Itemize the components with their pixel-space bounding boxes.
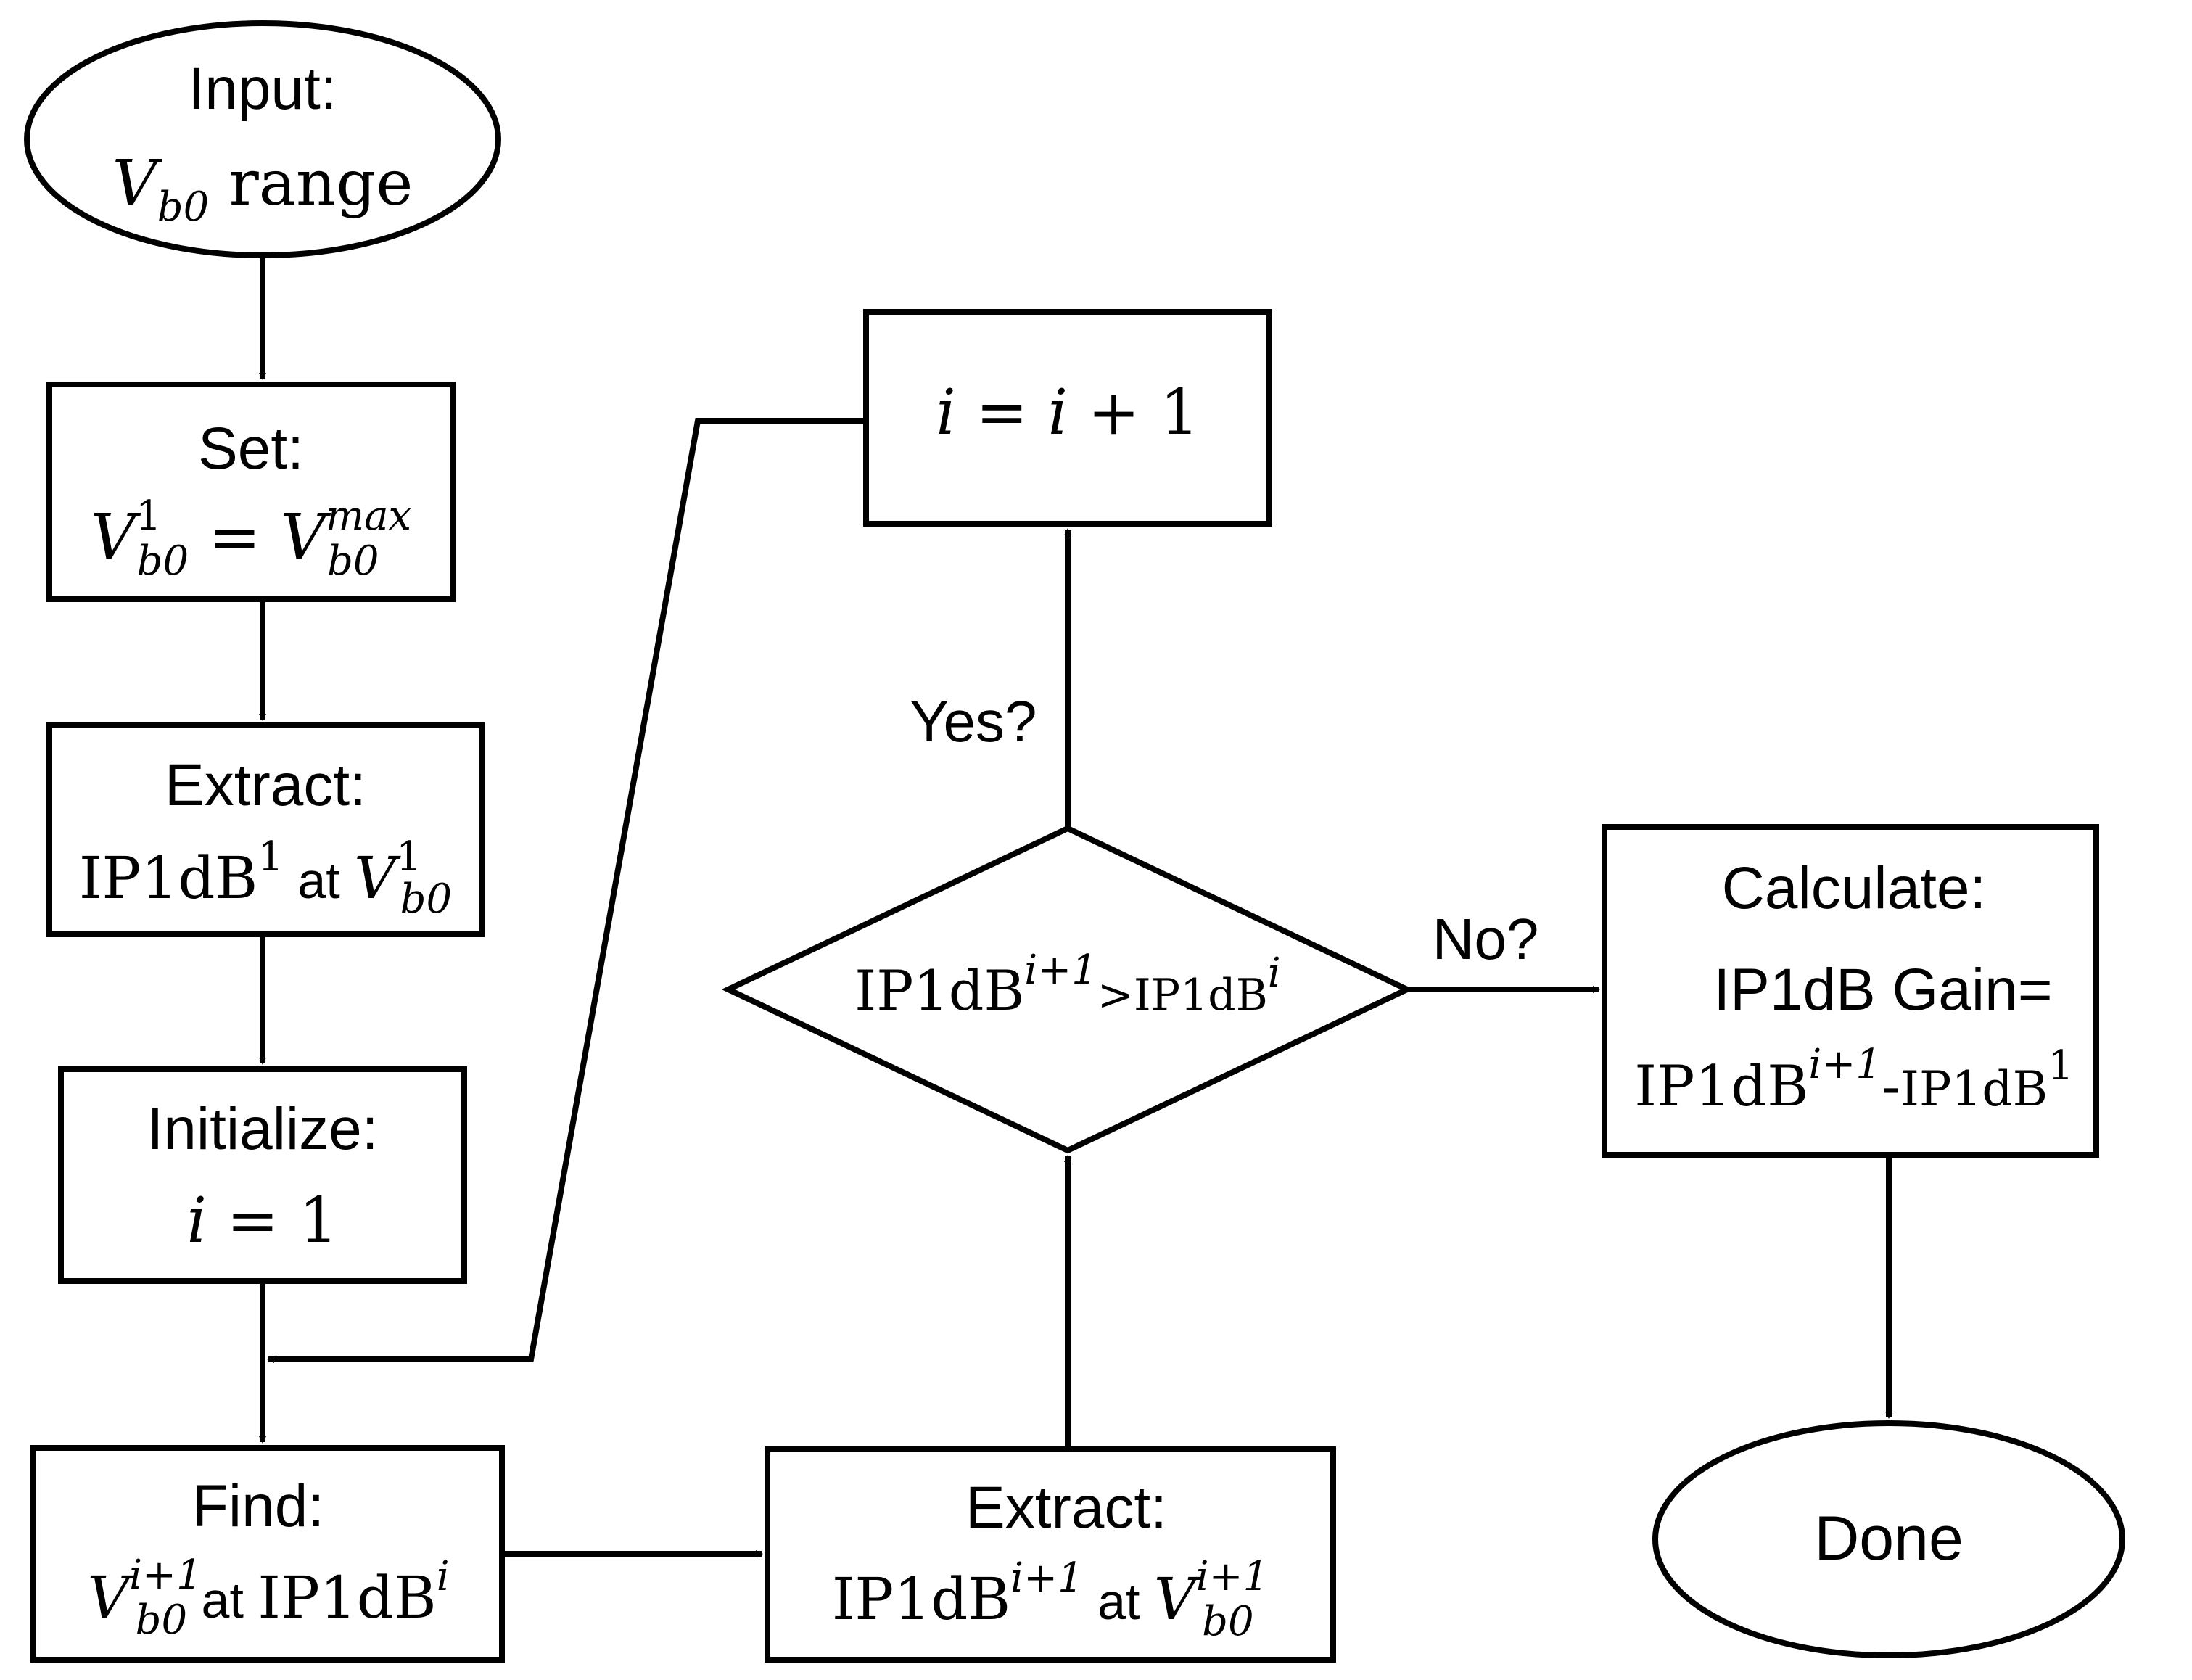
extract1-title: Extract: [165, 752, 366, 818]
done-label: Done [1814, 1504, 1964, 1573]
calculate-line2: IP1dB Gain= [1713, 957, 2052, 1023]
edge-label-yes: Yes? [910, 689, 1037, 754]
extract2-title: Extract: [965, 1475, 1167, 1541]
calculate-box [1602, 824, 2099, 1158]
edge-label-no: No? [1433, 907, 1539, 971]
input-expression: Vb0 range [112, 147, 413, 231]
decision-condition: IP1dBi+1>IP1dBi [854, 947, 1280, 1023]
set-box [46, 382, 456, 602]
decision-diamond [721, 825, 1414, 1154]
increment-expression: i = i + 1 [936, 376, 1199, 449]
done-ellipse [1652, 1420, 2125, 1658]
initialize-title: Initialize: [147, 1096, 378, 1162]
arrow-increment-loop-back [267, 418, 866, 1363]
extract1-box [46, 722, 485, 937]
calculate-formula: IP1dBi+1-IP1dB1 [1634, 1041, 2074, 1119]
calculate-title: Calculate: [1722, 855, 1987, 921]
initialize-box [58, 1066, 467, 1284]
input-title: Input: [188, 56, 337, 122]
set-title: Set: [198, 416, 304, 482]
initialize-expression: i = 1 [187, 1185, 339, 1257]
find-box [30, 1445, 505, 1663]
extract2-box [765, 1446, 1336, 1663]
find-title: Find: [192, 1473, 324, 1539]
